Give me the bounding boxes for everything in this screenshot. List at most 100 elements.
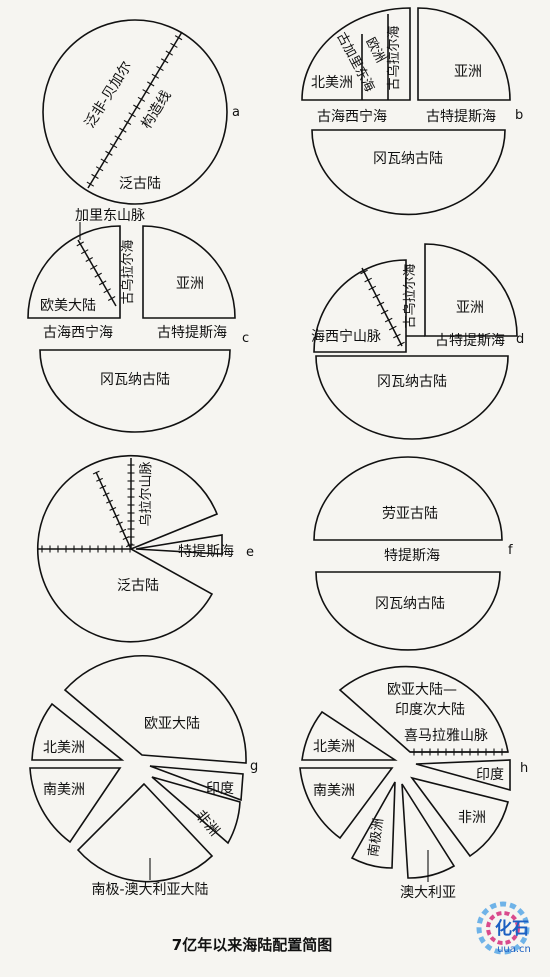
panel-c-upper-left-sector — [27, 225, 121, 319]
panel-e-belt-ticks — [41, 464, 135, 553]
panel-g-eurasia-label: 欧亚大陆 — [144, 716, 200, 732]
belt-tick — [151, 73, 160, 79]
belt-tick — [96, 477, 103, 482]
belt-tick — [107, 296, 116, 301]
panel-e-tethys: 特提斯海 — [178, 544, 234, 560]
figure-caption: 7亿年以来海陆配置简图 — [172, 936, 332, 954]
belt-tick — [165, 50, 173, 56]
panel-h-antarctica — [350, 781, 396, 869]
panel-h-north-america — [301, 710, 398, 761]
panel-b-paleo-tethys: 古特提斯海 — [426, 109, 496, 125]
panel-h-south-america-label: 南美洲 — [313, 783, 355, 799]
belt-tick — [170, 42, 178, 48]
panel-a-tectonic-belt — [87, 31, 183, 189]
panel-h-himalaya-label: 喜马拉雅山脉 — [404, 728, 488, 744]
belt-tick — [102, 492, 110, 497]
belt-tick — [95, 166, 104, 172]
belt-tick — [98, 280, 107, 286]
panel-b-ural-sea: 古乌拉尔海 — [386, 25, 402, 90]
belt-tick — [89, 264, 98, 270]
panel-h-africa — [410, 776, 509, 858]
panel-e: 乌拉尔山脉 特提斯海 泛古陆 e — [36, 454, 254, 643]
belt-tick — [380, 309, 389, 315]
belt-tick — [364, 277, 372, 283]
belt-tick — [174, 35, 183, 41]
belt-tick — [106, 499, 113, 504]
belt-tick — [372, 293, 381, 299]
panel-c-gondwana: 冈瓦纳古陆 — [100, 372, 170, 388]
belt-tick — [393, 333, 401, 339]
belt-tick — [86, 181, 95, 187]
panel-c-paleo-iapetus: 古海西宁海 — [43, 324, 113, 341]
panel-h-antarctica-label: 南极洲 — [365, 817, 386, 858]
panel-h-australia — [401, 783, 456, 879]
belt-tick — [384, 317, 393, 323]
panel-c-lower-sector — [39, 349, 231, 433]
panel-d-lower-sector — [315, 355, 509, 440]
belt-tick — [137, 96, 146, 102]
panel-c-letter: c — [242, 331, 249, 346]
panel-h-eurasia-label-1: 欧亚大陆— — [387, 682, 457, 698]
panel-h-north-america-label: 北美洲 — [313, 739, 355, 755]
panel-c-caledonian: 加里东山脉 — [75, 208, 145, 224]
belt-tick — [146, 81, 155, 87]
panel-h-south-america — [299, 767, 394, 840]
belt-tick — [133, 104, 141, 110]
belt-tick — [128, 112, 136, 118]
belt-tick — [103, 288, 111, 294]
panel-g-india — [149, 765, 244, 802]
watermark-logo: 化石 uua.cn — [476, 901, 531, 955]
panel-f-upper-sector — [313, 456, 503, 541]
panel-b-paleo-iapetus: 古海西宁海 — [317, 108, 387, 125]
belt-tick — [109, 506, 117, 511]
panel-g-antarctica-australia — [76, 782, 214, 883]
panel-h-india-label: 印度 — [476, 767, 504, 783]
panel-h-india — [415, 759, 511, 792]
panel-g-africa — [151, 776, 241, 845]
belt-tick — [160, 58, 169, 64]
panel-b-asia: 亚洲 — [454, 64, 482, 80]
panel-g-north-america — [31, 702, 125, 761]
panel-h: 欧亚大陆— 印度次大陆 喜马拉雅山脉 北美洲 南美洲 印度 非洲 南极洲 澳大利… — [299, 665, 528, 901]
belt-tick — [397, 341, 405, 347]
belt-tick — [360, 269, 368, 275]
belt-tick — [376, 301, 385, 307]
panel-d-paleo-tethys: 古特提斯海 — [435, 333, 505, 349]
logo-inner-ring-icon — [486, 911, 520, 945]
panel-a-circle — [42, 19, 228, 205]
belt-tick — [109, 143, 118, 149]
logo-subtext: uua.cn — [497, 944, 531, 955]
panel-a: 泛非-贝加尔 构造线 泛古陆 a — [42, 19, 240, 205]
panel-c-caledonian-belt — [77, 239, 117, 307]
panel-c-euramerica: 欧美大陆 — [40, 298, 96, 314]
panel-d-belt-ticks — [360, 269, 405, 347]
belt-tick — [388, 325, 397, 331]
panel-b-upper-right-sector — [417, 7, 511, 101]
panel-b-upper-left-sector — [301, 7, 411, 101]
belt-tick — [80, 249, 89, 255]
panel-c-belt-ticks — [76, 241, 116, 301]
panel-g-antarctica-australia-label: 南极-澳大利亚大陆 — [91, 882, 208, 898]
panel-h-eurasia — [338, 665, 509, 753]
panel-a-land-label: 泛古陆 — [119, 176, 161, 192]
panel-d-asia: 亚洲 — [456, 300, 484, 316]
belt-tick — [112, 514, 120, 519]
belt-tick — [105, 150, 113, 156]
panel-d-hercynian: 海西宁山脉 — [311, 328, 381, 345]
panel-c: 加里东山脉 古乌拉尔海 欧美大陆 亚洲 古海西宁海 古特提斯海 冈瓦纳古陆 c — [27, 208, 249, 433]
panel-d-hercynian-belt — [361, 267, 403, 347]
panel-a-belt-label-1: 泛非-贝加尔 — [82, 59, 135, 131]
panel-d-upper-left-sector — [313, 259, 407, 353]
panel-h-africa-label: 非洲 — [458, 810, 486, 826]
belt-tick — [99, 485, 107, 490]
belt-tick — [76, 241, 84, 247]
panel-a-belt-ticks — [86, 35, 183, 187]
panel-f-letter: f — [508, 543, 513, 558]
belt-tick — [100, 158, 108, 164]
panel-f-tethys: 特提斯海 — [384, 548, 440, 564]
belt-tick — [114, 135, 122, 141]
belt-tick — [91, 173, 99, 179]
panel-g-eurasia — [63, 655, 247, 764]
panel-b-north-america: 北美洲 — [311, 75, 353, 91]
